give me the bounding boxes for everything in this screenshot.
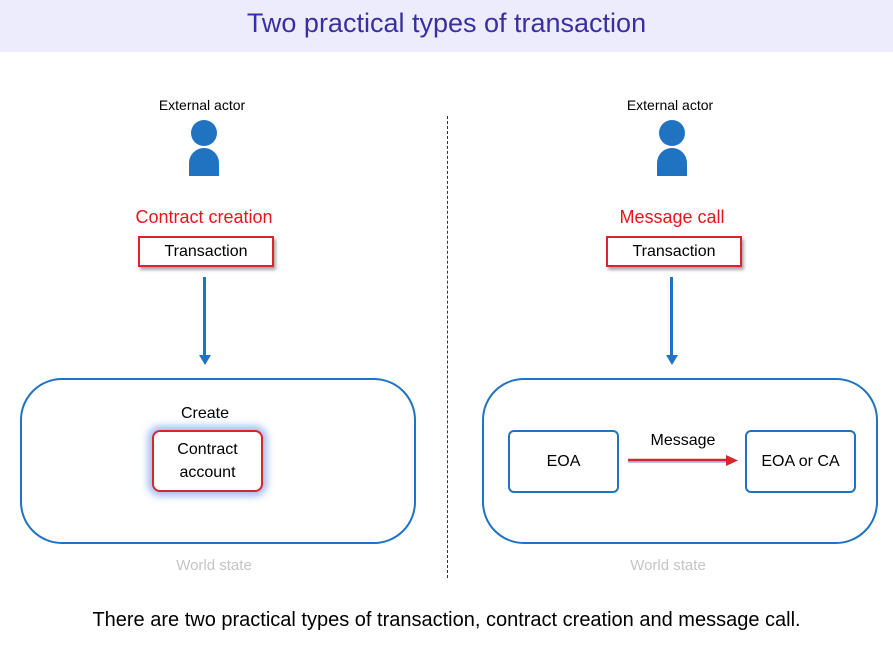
contract-account-box: Contract account (152, 430, 263, 492)
create-label: Create (180, 405, 230, 422)
contract-line2: account (179, 464, 236, 481)
title-bar (0, 0, 893, 52)
left-heading: Contract creation (135, 207, 273, 227)
right-actor-label: External actor (626, 97, 714, 113)
panel-divider (447, 116, 448, 578)
left-arrow-shaft (203, 277, 206, 355)
right-world-label: World state (630, 557, 706, 574)
contract-line1: Contract (177, 441, 238, 458)
down-arrow-icon (198, 355, 211, 365)
eoa-or-ca-box: EOA or CA (745, 430, 856, 493)
eoa-box: EOA (508, 430, 619, 493)
slide-title: Two practical types of transaction (246, 8, 647, 38)
down-arrow-icon (665, 355, 678, 365)
person-icon (657, 120, 687, 178)
right-transaction-box: Transaction (606, 236, 742, 267)
right-arrow-shaft (670, 277, 673, 355)
caption: There are two practical types of transac… (92, 609, 801, 631)
right-heading: Message call (619, 207, 725, 227)
right-arrow-icon (628, 455, 738, 466)
left-actor-label: External actor (158, 97, 246, 113)
person-icon (189, 120, 219, 178)
left-world-label: World state (176, 557, 252, 574)
left-transaction-box: Transaction (138, 236, 274, 267)
message-label: Message (650, 432, 716, 449)
